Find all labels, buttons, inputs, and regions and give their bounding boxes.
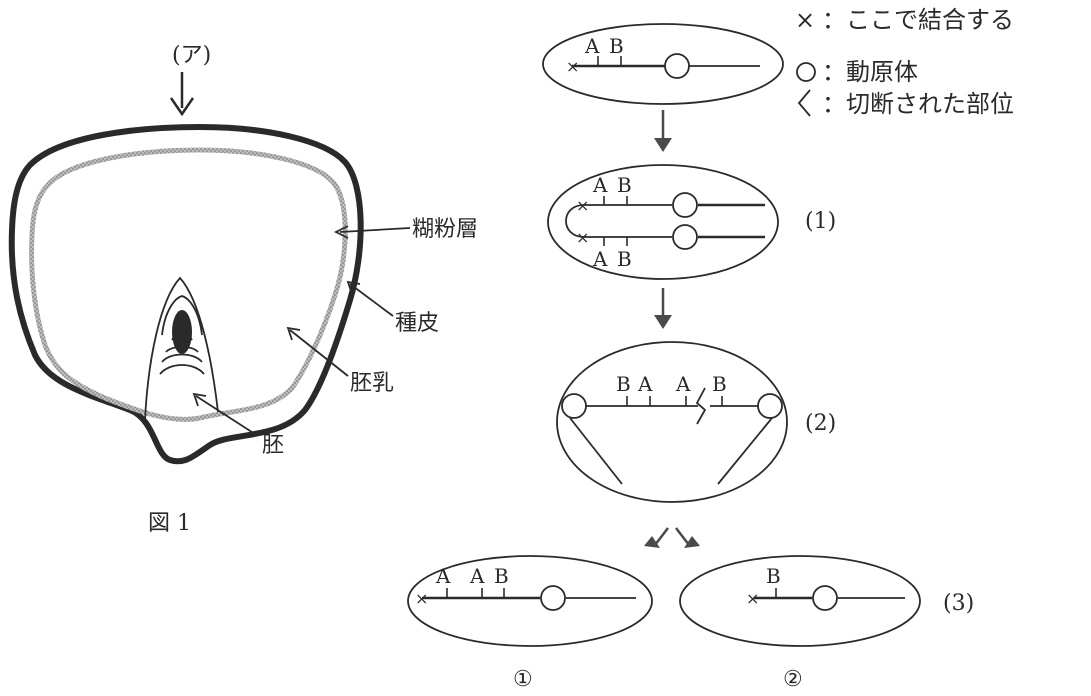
gene-b: B xyxy=(712,372,727,396)
split-arrows xyxy=(644,527,700,548)
legend-text-join: ：ここで結合する xyxy=(822,6,1014,34)
seed-figure: (ア) 糊粉層 種皮 xyxy=(8,43,478,536)
gene-b: B xyxy=(616,372,631,396)
gene-a: A xyxy=(592,247,608,271)
arrow-label-a: (ア) xyxy=(172,43,211,68)
cell-result-1: × A A B xyxy=(407,555,653,647)
seed-coat-outline xyxy=(8,123,364,465)
result-label-2: ② xyxy=(783,667,803,692)
legend-text-centromere: ：動原体 xyxy=(822,58,918,86)
gene-b: B xyxy=(609,34,624,58)
label-embryo: 胚 xyxy=(262,433,284,458)
fusion-bracket xyxy=(565,204,585,238)
result-label-1: ① xyxy=(513,667,533,692)
label-endosperm: 胚乳 xyxy=(350,371,394,396)
join-mark: × xyxy=(415,589,428,608)
step-label-1: (1) xyxy=(805,209,836,234)
gene-a: A xyxy=(469,564,485,588)
join-mark: × xyxy=(746,589,759,608)
figure-caption: 図 1 xyxy=(148,511,191,536)
gene-a: A xyxy=(435,564,451,588)
embryo-region xyxy=(144,276,219,421)
cell-step-1: × A B × A B xyxy=(547,164,779,280)
cell-result-2: × B xyxy=(679,555,921,647)
aleurone-layer xyxy=(29,147,348,422)
endosperm-pointer xyxy=(286,326,349,377)
embryo-structure xyxy=(159,295,205,375)
legend-centromere-icon xyxy=(796,62,816,82)
cell-initial: × A B xyxy=(542,23,784,105)
gene-a: A xyxy=(675,372,691,396)
step-label-3: (3) xyxy=(943,591,974,616)
gene-a: A xyxy=(584,34,600,58)
down-arrow-1 xyxy=(654,110,672,152)
centromere xyxy=(561,393,587,419)
centromere xyxy=(664,53,690,79)
gene-a: A xyxy=(637,372,653,396)
embryo-pointer xyxy=(192,392,259,437)
centromere xyxy=(672,224,698,250)
centromere xyxy=(812,585,838,611)
seed-coat-pointer xyxy=(346,280,394,317)
aleurone-pointer xyxy=(333,225,411,239)
gene-b: B xyxy=(494,564,509,588)
centromere xyxy=(540,585,566,611)
down-arrow-a xyxy=(169,72,195,117)
step-label-2: (2) xyxy=(805,411,836,436)
cell-step-2: B A A B xyxy=(556,341,788,503)
down-arrow-2 xyxy=(654,288,672,329)
break-site xyxy=(695,387,707,425)
legend-symbol-cross: × xyxy=(795,6,815,34)
join-mark: × xyxy=(566,57,579,76)
gene-a: A xyxy=(592,173,608,197)
label-seed-coat: 種皮 xyxy=(395,311,439,336)
label-aleurone: 糊粉層 xyxy=(412,217,478,242)
legend: × ：ここで結合する ：動原体 ：切断された部位 xyxy=(795,6,1014,118)
centromere xyxy=(672,192,698,218)
gene-b: B xyxy=(766,564,781,588)
centromere xyxy=(757,393,783,419)
legend-break-icon xyxy=(797,89,811,117)
gene-b: B xyxy=(617,247,632,271)
gene-b: B xyxy=(617,173,632,197)
legend-text-break: ：切断された部位 xyxy=(822,90,1014,118)
